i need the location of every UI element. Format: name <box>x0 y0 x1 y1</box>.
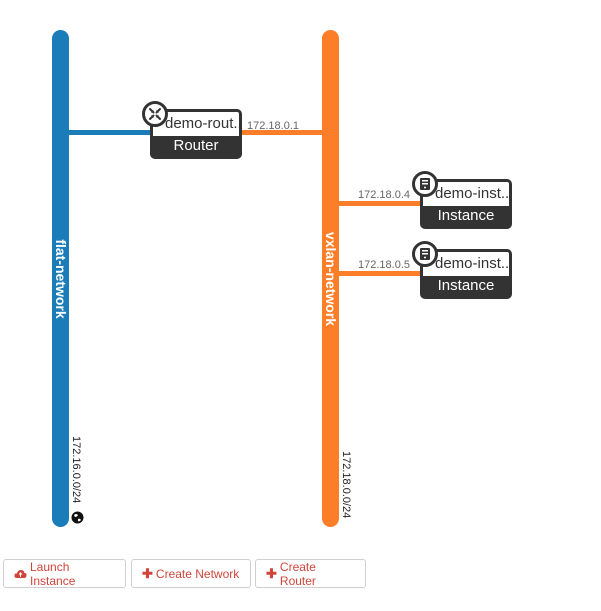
router-vxlan-link <box>240 130 323 135</box>
instance-type: Instance <box>437 207 495 224</box>
instance2-link <box>339 271 420 276</box>
instance1-ip: 172.18.0.4 <box>358 189 410 201</box>
vxlan-network-bar[interactable]: vxlan-network <box>322 30 339 527</box>
create-router-label: Create Router <box>279 559 316 588</box>
router-name: demo-rout.. <box>153 112 239 136</box>
instance-node[interactable]: demo-inst.. Instance <box>412 171 512 229</box>
launch-instance-label: Launch Instance <box>30 559 76 588</box>
create-network-label: Create Network <box>155 566 240 581</box>
instance-node[interactable]: demo-inst.. Instance <box>412 241 512 299</box>
launch-instance-button[interactable]: Launch Instance <box>3 559 126 588</box>
create-router-button[interactable]: ✚ Create Router <box>255 559 366 588</box>
plus-icon: ✚ <box>142 565 153 581</box>
flat-network-label: flat-network <box>52 238 69 319</box>
server-icon <box>412 241 438 267</box>
plus-icon: ✚ <box>266 565 277 581</box>
globe-icon <box>71 511 84 524</box>
vxlan-network-label: vxlan-network <box>322 231 339 326</box>
router-ip: 172.18.0.1 <box>247 120 299 132</box>
instance-name: demo-inst.. <box>423 182 509 206</box>
cloud-upload-icon <box>14 568 27 579</box>
router-node[interactable]: demo-rout.. Router <box>142 101 242 159</box>
instance2-ip: 172.18.0.5 <box>358 259 410 271</box>
router-icon <box>142 101 168 127</box>
router-flat-link <box>69 130 151 135</box>
server-icon <box>412 171 438 197</box>
router-type: Router <box>173 137 219 154</box>
flat-network-bar[interactable]: flat-network <box>52 30 69 527</box>
create-network-button[interactable]: ✚ Create Network <box>131 559 251 588</box>
instance-type: Instance <box>437 277 495 294</box>
vxlan-network-cidr: 172.18.0.0/24 <box>340 451 352 519</box>
instance1-link <box>339 201 420 206</box>
flat-network-cidr: 172.16.0.0/24 <box>70 436 82 504</box>
